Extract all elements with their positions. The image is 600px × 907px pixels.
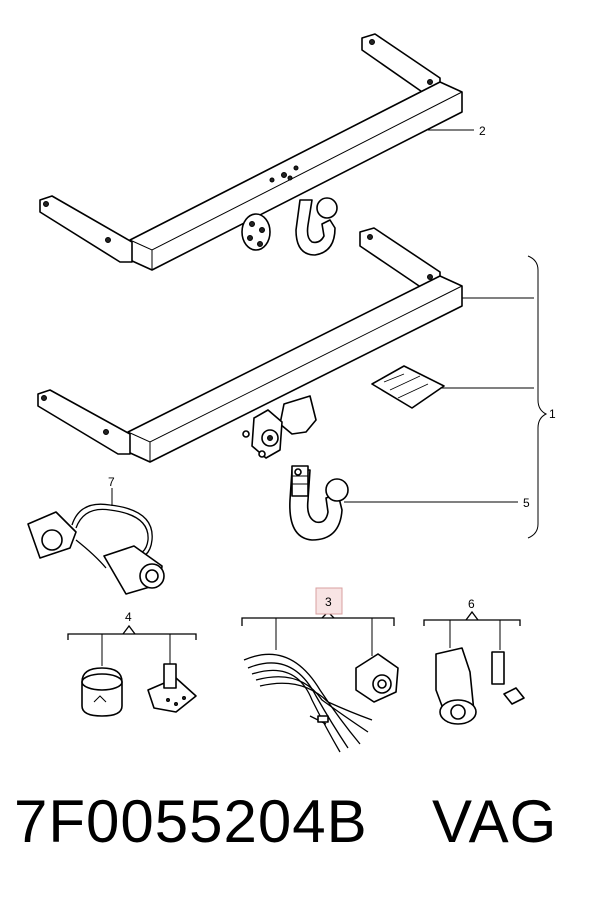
part-6-group [423,610,525,725]
callout-4: 4 [125,610,132,624]
part-number: 7F0055204B [14,788,368,855]
callout-5: 5 [523,496,530,510]
callout-3: 3 [325,595,332,609]
callout-7: 7 [108,475,115,489]
part-4-group [67,624,197,717]
callout-1: 1 [549,407,556,421]
callout-3-highlight [315,587,343,615]
callout-2: 2 [479,124,486,138]
brand-label: VAG [432,788,558,855]
callout-6: 6 [468,597,475,611]
leader-lines [111,129,548,539]
adapter-cable-part [27,503,165,595]
lower-crossbeam-part [37,227,463,541]
exploded-parts-diagram: 2 1 5 7 4 3 6 [27,33,556,753]
upper-crossbeam-part [39,33,463,271]
wiring-harness-part [241,611,399,753]
